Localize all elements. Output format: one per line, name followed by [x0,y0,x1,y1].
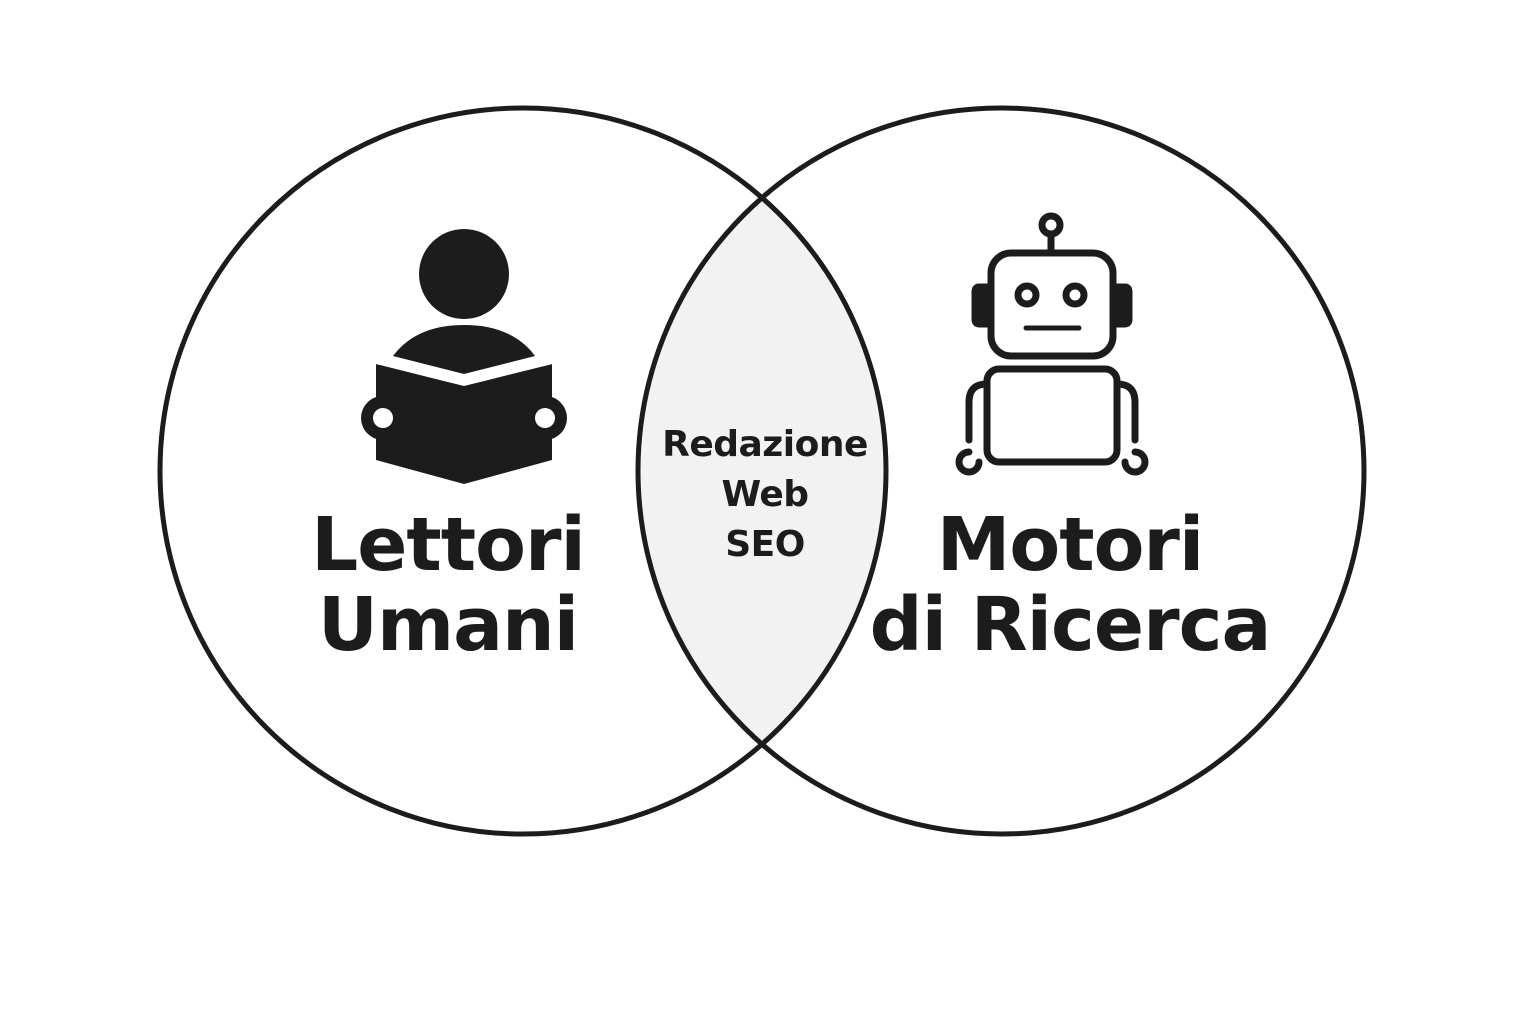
left-set-label: Lettori Umani [278,505,618,665]
intersection-label-line1: Redazione [662,424,868,465]
intersection-label-line2: Web [721,474,809,515]
person-reading-book-icon [361,229,567,484]
left-set-label-line1: Lettori [311,502,586,588]
right-set-label-line1: Motori [936,502,1205,588]
right-set-label-line2: di Ricerca [869,582,1272,668]
intersection-area [638,108,886,834]
left-set-label-line2: Umani [317,582,579,668]
left-circle [157,105,889,837]
right-set-label: Motori di Ricerca [860,505,1280,665]
intersection-label: Redazione Web SEO [653,420,877,570]
intersection-label-line3: SEO [725,524,805,565]
right-circle [635,105,1367,837]
robot-icon [955,212,1149,476]
